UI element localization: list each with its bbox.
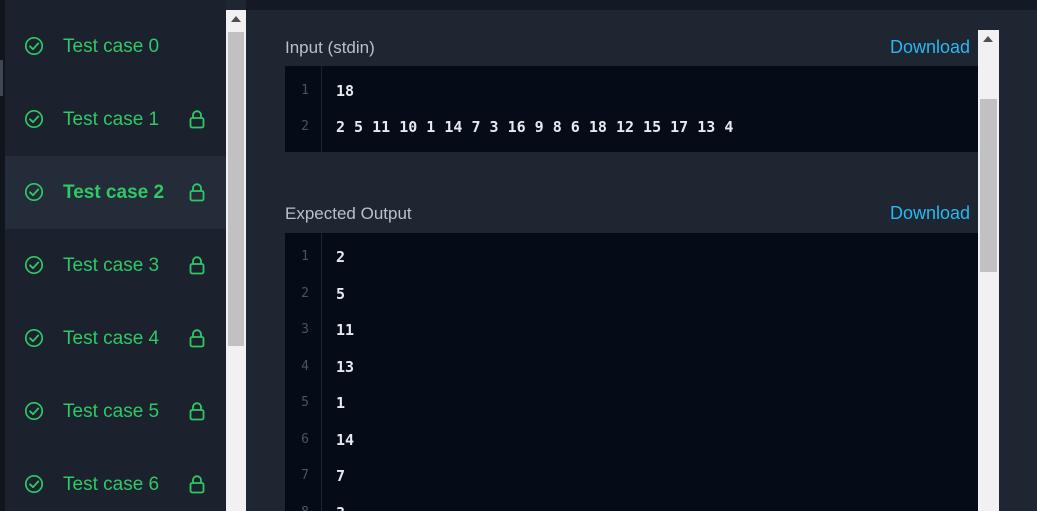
line-number: 2 xyxy=(301,119,309,134)
lock-icon xyxy=(186,473,208,495)
line-text: 1 xyxy=(336,394,346,412)
check-circle-icon xyxy=(24,109,44,129)
line-number: 3 xyxy=(301,322,309,337)
line-text: 2 xyxy=(336,248,346,266)
test-case-label: Test case 3 xyxy=(63,255,160,276)
lock-icon xyxy=(186,400,208,422)
test-case-label: Test case 1 xyxy=(63,109,160,130)
code-line: 1 18 xyxy=(285,81,978,101)
input-section-title: Input (stdin) xyxy=(285,38,375,57)
details-scrollbar[interactable] xyxy=(978,30,999,511)
line-number: 4 xyxy=(301,358,309,374)
check-circle-icon xyxy=(24,255,44,275)
line-text: 3 xyxy=(336,503,345,511)
expected-output-code-box: 1225311413516147783 xyxy=(285,233,978,511)
test-case-list-scrollbar[interactable] xyxy=(226,10,246,511)
test-case-item[interactable]: Test case 3 xyxy=(5,229,226,302)
input-download-link[interactable]: Download xyxy=(890,37,971,57)
test-case-label: Test case 6 xyxy=(63,474,160,495)
check-circle-icon xyxy=(24,401,44,421)
test-case-item[interactable]: Test case 4 xyxy=(5,302,226,375)
code-line: 6 14 xyxy=(285,430,978,450)
code-line: 3 11 xyxy=(285,320,978,340)
lock-icon xyxy=(186,181,208,203)
test-case-item[interactable]: Test case 5 xyxy=(5,375,226,448)
line-text: 5 xyxy=(336,284,346,303)
test-case-item[interactable]: Test case 1 xyxy=(5,83,226,156)
lock-icon xyxy=(186,108,208,130)
line-text: 13 xyxy=(336,357,355,376)
expected-output-download-link[interactable]: Download xyxy=(890,203,971,223)
test-case-item[interactable]: Test case 2 xyxy=(5,156,226,229)
test-case-label: Test case 4 xyxy=(63,328,160,349)
input-code-box: 1 18 2 2 5 11 10 1 14 7 3 16 9 8 6 18 12 15… xyxy=(285,66,978,152)
check-circle-icon xyxy=(24,328,44,348)
edge-marker xyxy=(0,60,3,96)
code-line: 4 13 xyxy=(285,357,978,377)
lock-icon xyxy=(186,254,208,276)
scrollbar-thumb[interactable] xyxy=(980,99,997,272)
line-text: 11 xyxy=(336,321,355,339)
check-circle-icon xyxy=(24,474,44,494)
check-circle-icon xyxy=(24,182,44,202)
line-number-gutter xyxy=(285,66,322,152)
check-circle-icon xyxy=(24,36,44,56)
line-text: 2 5 11 10 1 14 7 3 16 9 8 6 18 12 15 17 … xyxy=(336,118,734,136)
scrollbar-thumb[interactable] xyxy=(228,32,244,346)
test-case-item[interactable]: Test case 6 xyxy=(5,448,226,511)
line-number: 1 xyxy=(301,249,309,264)
line-text: 14 xyxy=(336,430,355,449)
line-number: 1 xyxy=(301,83,309,98)
line-number-gutter xyxy=(285,233,322,511)
line-number: 6 xyxy=(301,431,309,447)
line-number: 2 xyxy=(301,285,309,301)
line-number: 5 xyxy=(301,395,309,410)
right-edge xyxy=(999,10,1037,511)
code-line: 2 2 5 11 10 1 14 7 3 16 9 8 6 18 12 15 17… xyxy=(285,117,978,137)
test-case-item[interactable]: Test case 0 xyxy=(5,10,226,83)
expected-output-section-title: Expected Output xyxy=(285,204,412,223)
top-strip xyxy=(246,0,1037,10)
lock-icon xyxy=(186,327,208,349)
arrow-up-icon[interactable] xyxy=(983,36,993,42)
line-text: 7 xyxy=(336,467,346,485)
arrow-up-icon[interactable] xyxy=(231,16,241,22)
line-text: 18 xyxy=(336,82,355,100)
left-edge-strip xyxy=(0,0,5,511)
line-number: 8 xyxy=(285,503,309,511)
test-case-label: Test case 5 xyxy=(63,401,160,422)
code-line: 83 xyxy=(285,503,978,511)
line-number: 7 xyxy=(301,468,309,483)
test-case-label: Test case 2 xyxy=(63,182,165,203)
test-case-label: Test case 0 xyxy=(63,36,160,57)
test-case-list: Test case 0 Test case 1 Test case 2 Test ca… xyxy=(0,0,226,511)
